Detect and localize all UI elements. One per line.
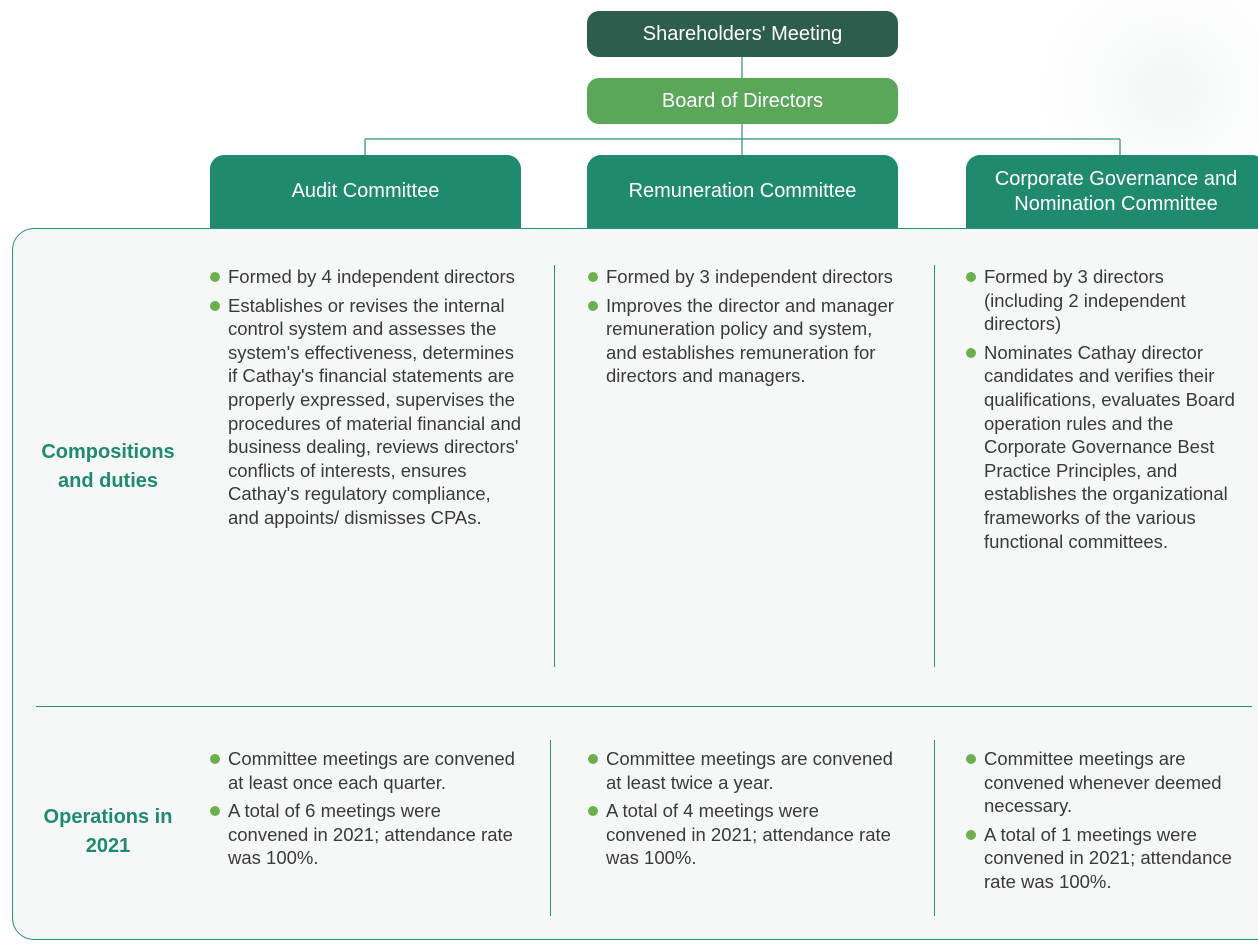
bullet-dot <box>210 754 220 764</box>
audit-duties-cell: Formed by 4 independent directors Establ… <box>210 265 525 535</box>
governance-committee-label-line1: Corporate Governance and <box>994 167 1238 190</box>
governance-operation-2: A total of 1 meetings were convened in 2… <box>984 823 1232 892</box>
list-item: A total of 1 meetings were convened in 2… <box>966 823 1248 894</box>
governance-nomination-committee-tab: Corporate Governance and Nomination Comm… <box>966 155 1258 228</box>
remuneration-operation-1: Committee meetings are convened at least… <box>606 748 893 793</box>
governance-duties-cell: Formed by 3 directors (including 2 indep… <box>966 265 1248 558</box>
row-label-compositions-line1: Compositions <box>41 441 175 463</box>
audit-duty-1: Formed by 4 independent directors <box>228 266 515 287</box>
list-item: A total of 4 meetings were convened in 2… <box>588 799 903 870</box>
bullet-dot <box>588 754 598 764</box>
row-divider <box>36 706 1252 707</box>
governance-duty-1: Formed by 3 directors (including 2 indep… <box>984 266 1186 335</box>
governance-duty-2: Nominates Cathay director candidates and… <box>984 341 1235 552</box>
audit-duty-2: Establishes or revises the internal cont… <box>228 294 522 528</box>
governance-committee-label-line2: Nomination Committee <box>1014 192 1218 215</box>
remuneration-committee-tab: Remuneration Committee <box>587 155 898 228</box>
column-divider <box>550 740 551 916</box>
bullet-dot <box>966 347 976 358</box>
board-of-directors-label: Board of Directors <box>661 89 824 112</box>
remuneration-committee-label: Remuneration Committee <box>628 180 857 202</box>
remuneration-duty-1: Formed by 3 independent directors <box>606 266 893 287</box>
audit-operations-cell: Committee meetings are convened at least… <box>210 747 525 875</box>
list-item: Formed by 3 independent directors <box>588 265 903 289</box>
governance-operations-cell: Committee meetings are convened whenever… <box>966 747 1248 899</box>
remuneration-duties-cell: Formed by 3 independent directors Improv… <box>588 265 903 393</box>
row-label-compositions: Compositions and duties <box>28 438 188 496</box>
bullet-dot <box>966 272 976 282</box>
audit-operation-1: Committee meetings are convened at least… <box>228 748 515 793</box>
list-item: Nominates Cathay director candidates and… <box>966 341 1248 553</box>
row-label-operations: Operations in 2021 <box>28 803 188 861</box>
audit-committee-tab: Audit Committee <box>210 155 521 228</box>
remuneration-operation-2: A total of 4 meetings were convened in 2… <box>606 800 891 869</box>
row-label-compositions-line2: and duties <box>57 470 158 492</box>
bullet-dot <box>588 272 598 282</box>
remuneration-operations-cell: Committee meetings are convened at least… <box>588 747 903 875</box>
shareholders-meeting-box: Shareholders' Meeting <box>587 11 898 57</box>
org-connectors <box>364 57 1121 155</box>
audit-committee-label: Audit Committee <box>291 180 440 202</box>
list-item: Committee meetings are convened at least… <box>210 747 525 794</box>
row-label-operations-line2: 2021 <box>85 835 131 857</box>
list-item: Committee meetings are convened whenever… <box>966 747 1248 818</box>
bullet-dot <box>966 754 976 764</box>
list-item: Committee meetings are convened at least… <box>588 747 903 794</box>
column-divider <box>554 265 555 667</box>
bullet-dot <box>210 272 220 282</box>
list-item: A total of 6 meetings were convened in 2… <box>210 799 525 870</box>
list-item: Improves the director and manager remune… <box>588 294 903 388</box>
audit-operation-2: A total of 6 meetings were convened in 2… <box>228 800 513 869</box>
bullet-dot <box>210 806 220 817</box>
bullet-dot <box>588 806 598 817</box>
board-of-directors-box: Board of Directors <box>587 78 898 124</box>
committee-details-panel <box>12 228 1258 940</box>
row-label-operations-line1: Operations in <box>43 806 173 828</box>
bullet-dot <box>966 829 976 840</box>
bullet-dot <box>210 300 220 311</box>
shareholders-meeting-label: Shareholders' Meeting <box>642 22 843 45</box>
bullet-dot <box>588 300 598 311</box>
list-item: Establishes or revises the internal cont… <box>210 294 525 530</box>
column-divider <box>934 740 935 916</box>
column-divider <box>934 265 935 667</box>
list-item: Formed by 4 independent directors <box>210 265 525 289</box>
governance-operation-1: Committee meetings are convened whenever… <box>984 748 1222 817</box>
remuneration-duty-2: Improves the director and manager remune… <box>606 294 894 387</box>
list-item: Formed by 3 directors (including 2 indep… <box>966 265 1248 336</box>
